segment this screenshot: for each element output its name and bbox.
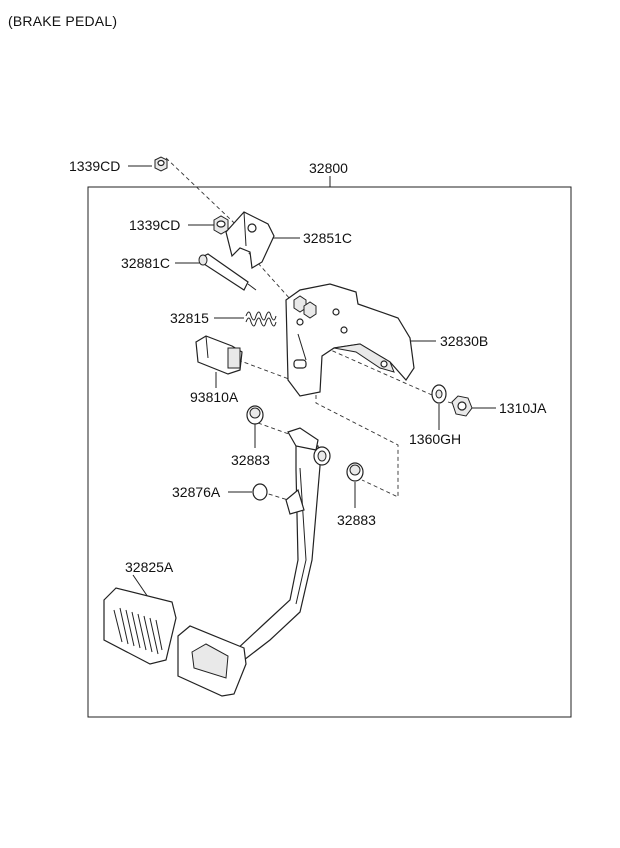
stopper-part (252, 483, 268, 501)
pedal-plate-part (177, 625, 247, 697)
switch-part (195, 335, 243, 375)
leader-lines (128, 165, 496, 601)
bush-left-part (246, 405, 264, 425)
label-93810a: 93810A (190, 389, 239, 405)
label-32851c: 32851C (303, 230, 352, 246)
member-part (285, 283, 415, 397)
bush-right-part (346, 462, 364, 482)
spring-part (245, 311, 277, 327)
label-1339cd-outer: 1339CD (69, 158, 120, 174)
label-1360gh: 1360GH (409, 431, 461, 447)
bracket-part (225, 211, 275, 269)
pedal-arm-part (235, 427, 331, 661)
label-32815: 32815 (170, 310, 209, 326)
label-32876a: 32876A (172, 484, 221, 500)
pedal-pad-part (103, 587, 177, 665)
nut-part (451, 395, 473, 417)
label-32800: 32800 (309, 160, 348, 176)
nut-outer-part (154, 156, 168, 172)
washer-part (431, 384, 447, 404)
label-32883-right: 32883 (337, 512, 376, 528)
pin-part (198, 253, 257, 291)
page-title: (BRAKE PEDAL) (8, 13, 118, 29)
label-32883-left: 32883 (231, 452, 270, 468)
label-32881c: 32881C (121, 255, 170, 271)
label-32825a: 32825A (125, 559, 174, 575)
label-1339cd-inner: 1339CD (129, 217, 180, 233)
label-1310ja: 1310JA (499, 400, 547, 416)
label-32830b: 32830B (440, 333, 488, 349)
